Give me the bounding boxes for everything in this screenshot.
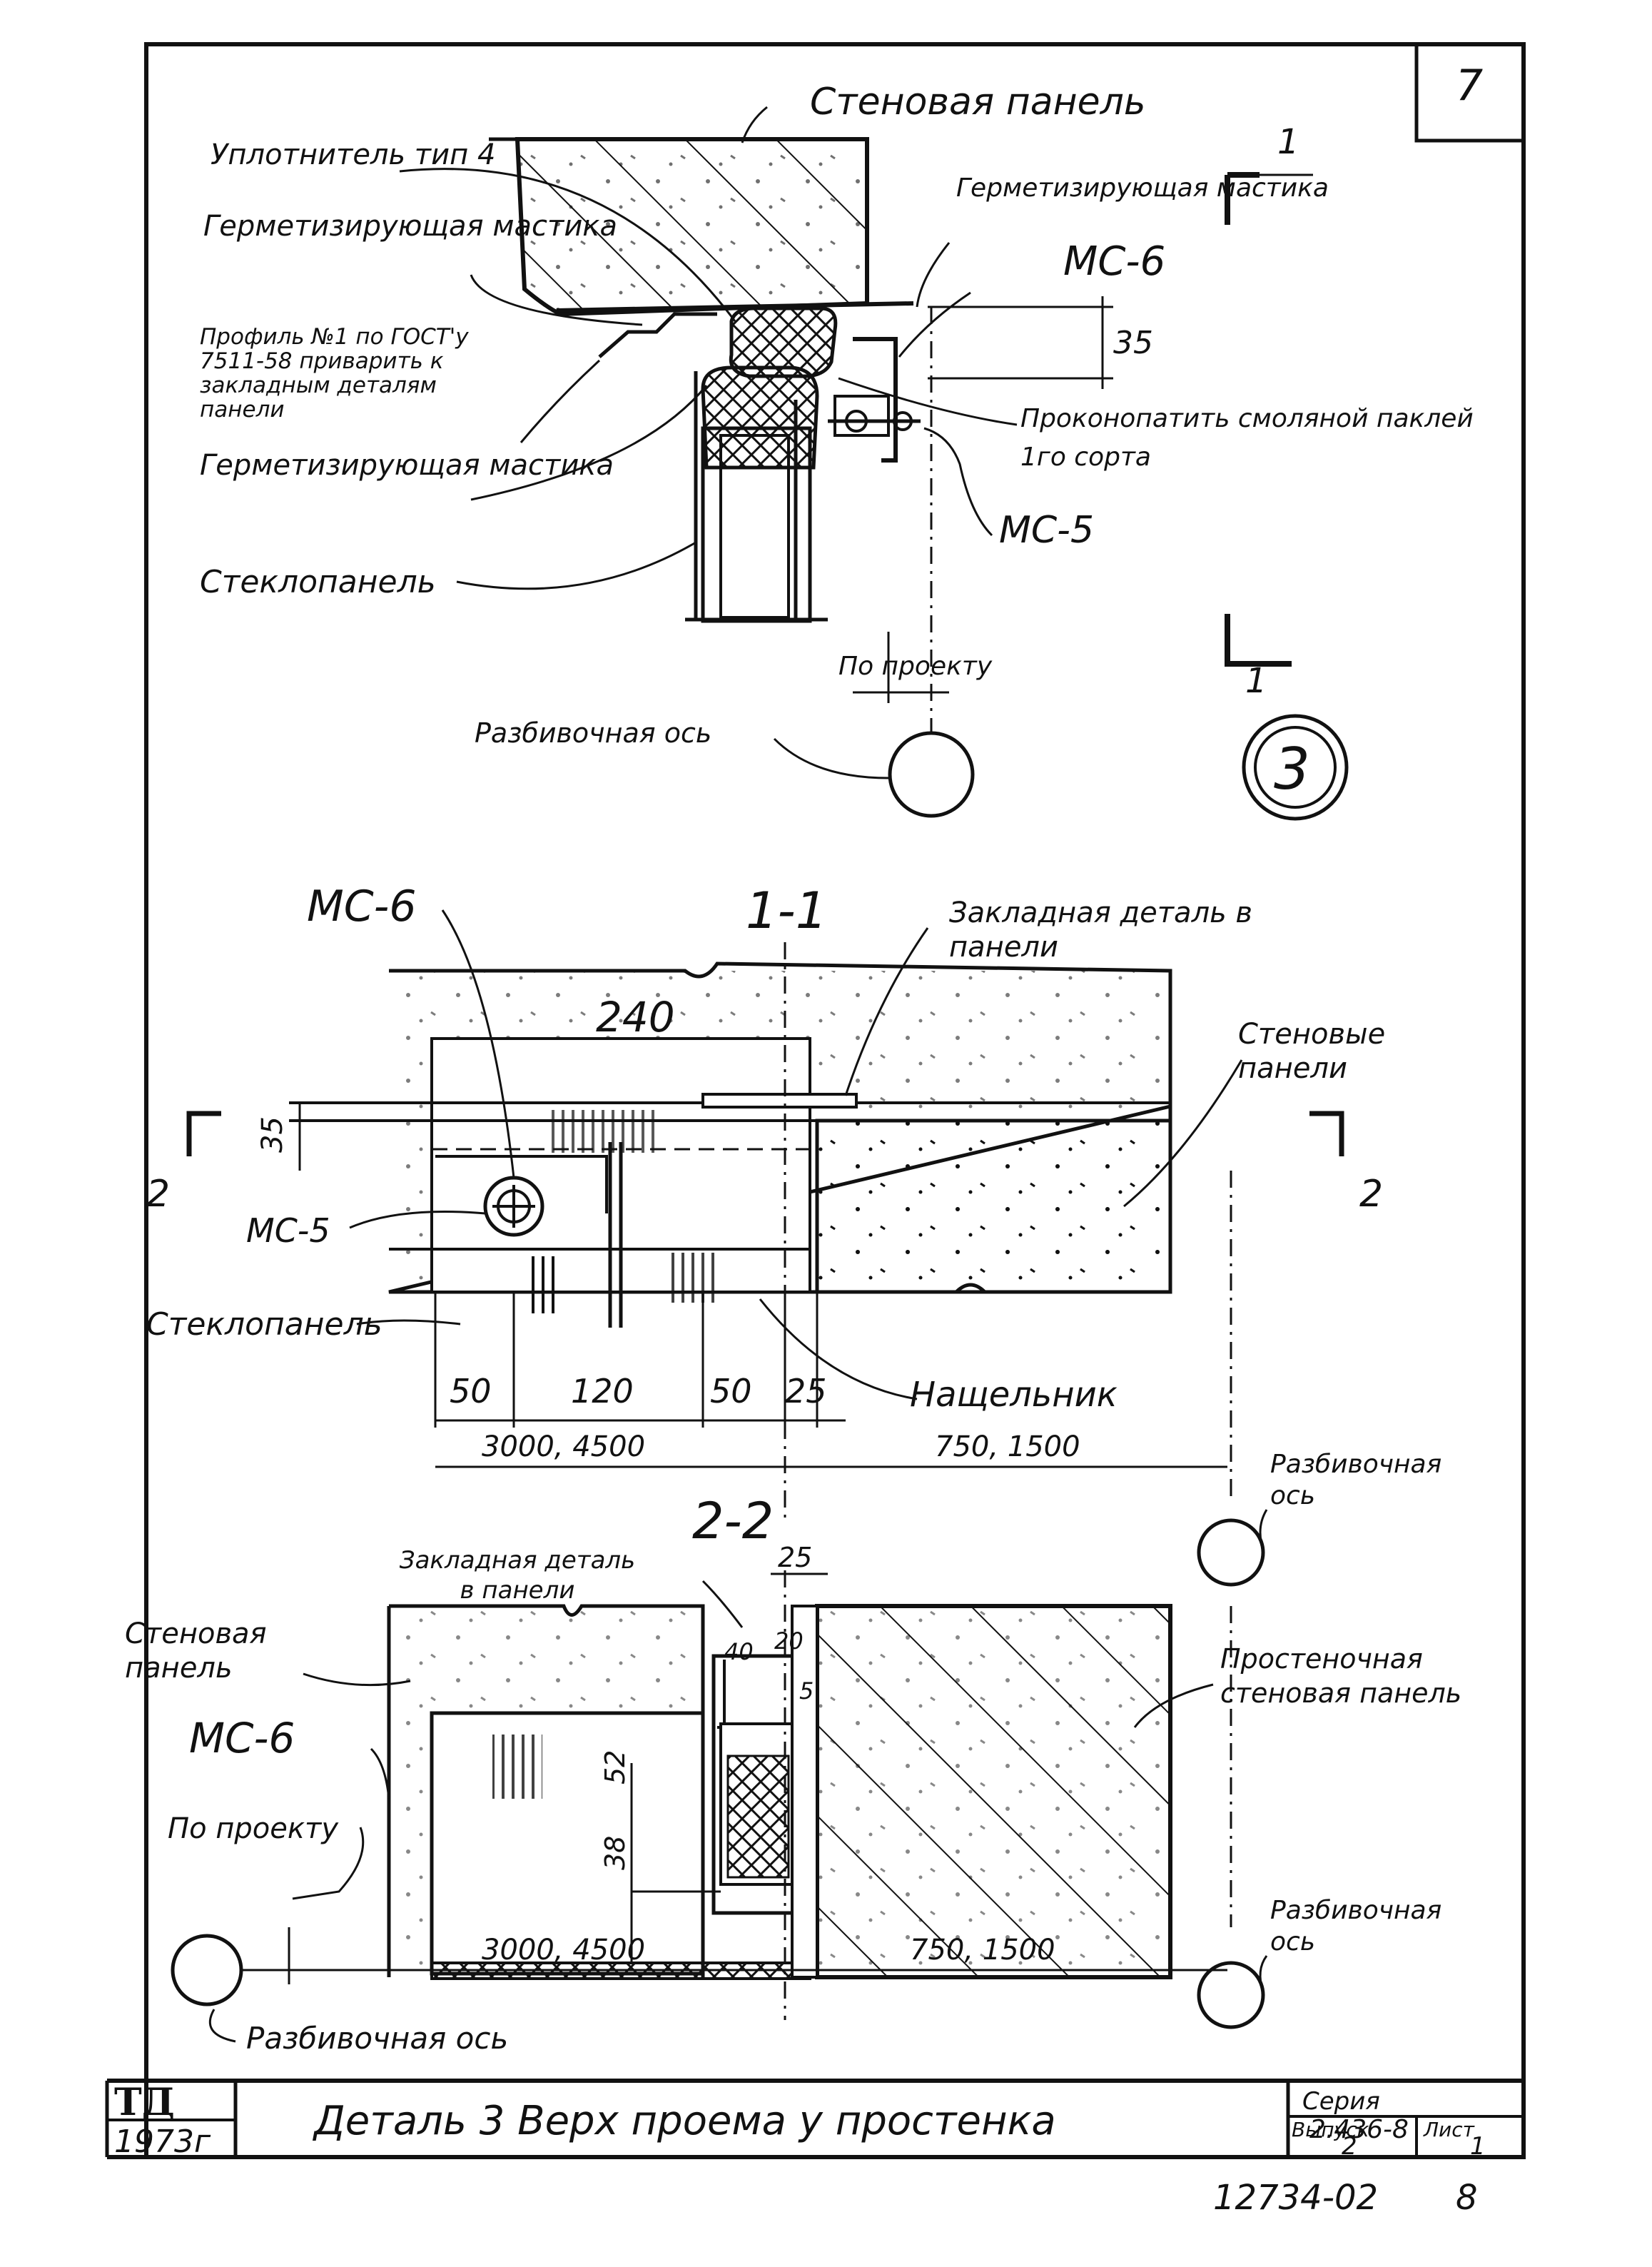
section-1-1-labels: 1-1 МС-6 Закладная деталь в панели Стено… xyxy=(146,882,1442,1510)
label-pier-panel: Простеночная стеновая панель xyxy=(1220,1643,1462,1709)
label-profile: Профиль №1 по ГОСТ'у 7511-58 приварить к… xyxy=(200,325,469,423)
label-embedded-s2-wrap: Закладная деталь в панели xyxy=(399,1546,636,1605)
label-wall-panels-s1: Стеновые панели xyxy=(1238,1018,1386,1085)
label-mc6-s2: МС-6 xyxy=(189,1714,295,1762)
dim-35: 35 xyxy=(1113,325,1153,361)
section-1-1-drawing xyxy=(186,909,1344,1587)
sheet-number: 7 xyxy=(1456,61,1483,111)
label-wall-panel-s2-wrap: Стеновая панель xyxy=(125,1617,267,1685)
dim-25: 25 xyxy=(785,1372,827,1410)
section-mark-1-top: 1 xyxy=(1277,122,1299,162)
sheet-value: 1 xyxy=(1470,2132,1486,2161)
label-profile-wrap: Профиль №1 по ГОСТ'у 7511-58 приварить к… xyxy=(200,325,469,423)
dim-span-right-s2: 750, 1500 xyxy=(910,1934,1055,1966)
label-embedded-s1-wrap: Закладная деталь в панели xyxy=(949,897,1252,964)
dim-5-s2: 5 xyxy=(799,1677,814,1705)
label-caulk: Проконопатить смоляной паклей 1го сорта xyxy=(1020,404,1474,472)
dim-50b: 50 xyxy=(710,1372,752,1410)
label-cover-strip: Нащельник xyxy=(910,1375,1118,1415)
label-mc5: МС-5 xyxy=(999,509,1094,552)
label-axis-right-s2: Разбивочная ось xyxy=(1270,1896,1442,1957)
label-embedded-s1: Закладная деталь в панели xyxy=(949,897,1252,964)
section-2-2-drawing xyxy=(171,1570,1268,2043)
label-layout-axis: Разбивочная ось xyxy=(475,717,711,749)
dim-35-s1: 35 xyxy=(256,1116,289,1153)
sheet-label: Лист xyxy=(1423,2118,1475,2141)
section-1-1-title: 1-1 xyxy=(746,882,827,940)
label-per-project-s2: По проекту xyxy=(168,1812,339,1845)
label-caulk-wrap: Проконопатить смоляной паклей 1го сорта xyxy=(1020,404,1474,472)
section-mark-1-bottom: 1 xyxy=(1245,661,1267,701)
dim-120: 120 xyxy=(571,1372,634,1410)
label-glass-panel: Стеклопанель xyxy=(200,564,436,600)
detail-number: 3 xyxy=(1274,736,1310,802)
dim-25-s2: 25 xyxy=(778,1542,812,1573)
dim-50a: 50 xyxy=(450,1372,492,1410)
label-mc5-s1: МС-5 xyxy=(246,1211,330,1250)
dim-span-left-s1: 3000, 4500 xyxy=(482,1430,645,1463)
title-block-text: ТД 1973г Деталь 3 Верх проема у простенк… xyxy=(114,2081,1486,2218)
label-wall-panels-s1-wrap: Стеновые панели xyxy=(1238,1018,1386,1085)
detail-3-drawing xyxy=(399,106,1349,821)
dim-span-right-s1: 750, 1500 xyxy=(935,1430,1080,1463)
label-axis-s1: Разбивочная ось xyxy=(1270,1450,1442,1510)
dim-20-s2: 20 xyxy=(774,1627,804,1655)
dim-52-s2: 52 xyxy=(599,1750,631,1784)
issue-label: Выпуск xyxy=(1292,2118,1369,2141)
dim-40-s2: 40 xyxy=(724,1638,754,1665)
section-2-2-title: 2-2 xyxy=(692,1492,774,1550)
issue-value: 2 xyxy=(1342,2132,1357,2161)
section-2-2-labels: 2-2 Закладная деталь в панели 25 40 20 5… xyxy=(125,1492,1462,2056)
label-glass-panel-s1: Стеклопанель xyxy=(146,1306,382,1343)
label-pier-panel-wrap: Простеночная стеновая панель xyxy=(1220,1643,1462,1709)
label-embedded-s2: Закладная деталь в панели xyxy=(399,1546,636,1605)
label-sealing-mastic-lower: Герметизирующая мастика xyxy=(200,449,614,482)
title-block xyxy=(105,2079,1524,2159)
stamp-year: 1973г xyxy=(114,2124,211,2160)
label-axis-s1-wrap: Разбивочная ось xyxy=(1270,1450,1442,1510)
label-sealing-mastic-right: Герметизирующая мастика xyxy=(956,173,1329,203)
label-axis-right-s2-wrap: Разбивочная ось xyxy=(1270,1896,1442,1957)
dim-240: 240 xyxy=(596,993,675,1041)
footer-letter: 8 xyxy=(1456,2178,1478,2218)
dim-span-left-s2: 3000, 4500 xyxy=(482,1934,645,1966)
section-mark-2-right: 2 xyxy=(1359,1173,1383,1216)
detail-3-labels: Стеновая панель Уплотнитель тип 4 Гермет… xyxy=(200,81,1474,802)
stamp-org: ТД xyxy=(114,2081,175,2124)
sheet-title: Деталь 3 Верх проема у простенка xyxy=(312,2098,1056,2144)
label-axis-left-s2: Разбивочная ось xyxy=(246,2021,508,2056)
label-per-project: По проекту xyxy=(838,652,993,681)
label-seal-type: Уплотнитель тип 4 xyxy=(211,138,495,171)
label-wall-panel: Стеновая панель xyxy=(810,81,1145,123)
label-wall-panel-s2: Стеновая панель xyxy=(125,1617,267,1685)
dim-38-s2: 38 xyxy=(599,1836,631,1870)
label-mc6-s1: МС-6 xyxy=(307,882,417,931)
label-sealing-mastic: Герметизирующая мастика xyxy=(203,210,617,243)
section-mark-2-left: 2 xyxy=(146,1173,170,1216)
series-label: Серия xyxy=(1302,2087,1380,2116)
label-mc6: МС-6 xyxy=(1063,238,1165,285)
series-value: 2.436-8 xyxy=(1309,2115,1409,2144)
footer-code: 12734-02 xyxy=(1213,2178,1378,2218)
